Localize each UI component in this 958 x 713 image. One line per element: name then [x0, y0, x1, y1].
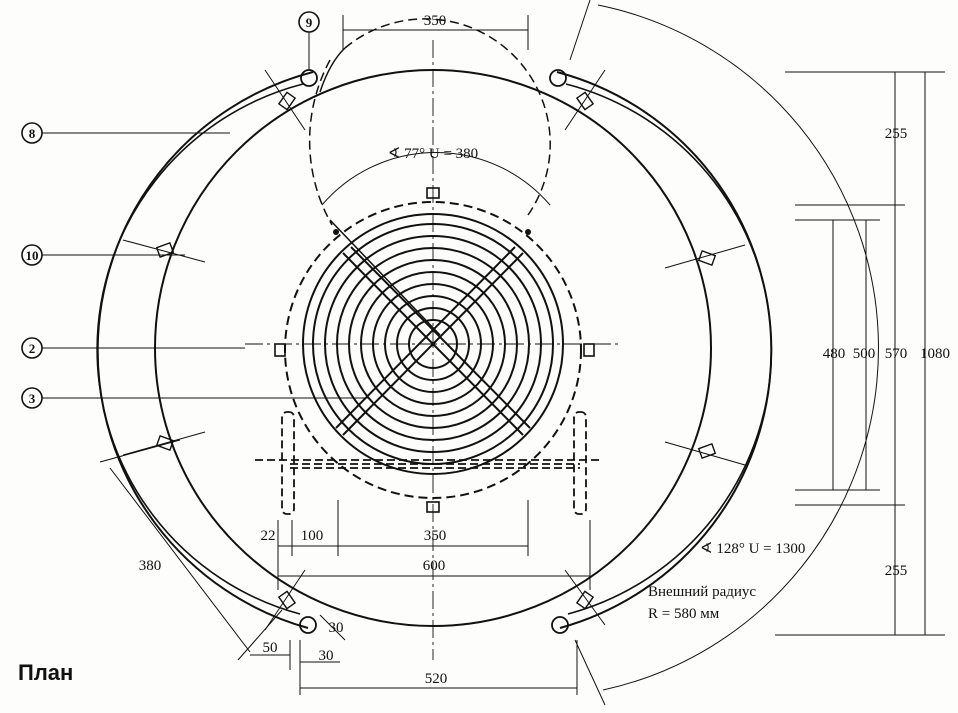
plan-title: План [18, 660, 73, 685]
dim-480-label: 480 [823, 346, 846, 362]
dim-1080-label: 1080 [920, 346, 950, 362]
angle-77-arc [321, 151, 551, 206]
pivot-point [525, 229, 531, 235]
callout-3: 3 [21, 387, 368, 409]
note-line-1: Внешний радиус [648, 584, 756, 600]
dim-22-label: 22 [261, 528, 276, 544]
dim-bottom-group [277, 500, 591, 695]
dim-100-label: 100 [301, 528, 324, 544]
dim-350-low-label: 350 [424, 528, 447, 544]
angle-128-arc [597, 4, 879, 691]
angle-128-label: ∢ 128° U = 1300 [700, 541, 805, 557]
center-lines [245, 40, 620, 660]
dim-right-group [775, 71, 945, 636]
left-rail-outer [96, 71, 314, 629]
arm-hook [319, 47, 346, 93]
dim-30a-label: 30 [329, 620, 344, 636]
lower-frame [255, 411, 600, 515]
dim-255-top-label: 255 [885, 126, 908, 142]
rail-end-cap [551, 616, 569, 634]
dim-255-bot-label: 255 [885, 563, 908, 579]
swing-arc-right [344, 18, 551, 216]
dim-30b-label: 30 [319, 648, 334, 664]
right-rail-inner [565, 83, 773, 615]
dim-520-label: 520 [425, 671, 448, 687]
note-line-2: R = 580 мм [648, 606, 720, 622]
rail-support-ticks [122, 69, 746, 631]
angle-128-extension [574, 639, 606, 706]
angle-77-label: ∢ 77° U = 380 [388, 146, 478, 162]
callout-9: 9 [298, 11, 320, 70]
dim-380-diagonal [99, 439, 283, 661]
pivot-point [333, 229, 339, 235]
callout-2: 2 [21, 337, 245, 359]
callout-8: 8 [21, 122, 230, 144]
dim-top-350 [342, 15, 529, 50]
dim-small-bottom [250, 614, 346, 670]
dim-570-label: 570 [885, 346, 908, 362]
dim-500-label: 500 [853, 346, 876, 362]
rail-end-cap [549, 69, 567, 87]
rail-end-cap [299, 616, 317, 634]
callout-10: 10 [21, 244, 185, 266]
dim-top-350-label: 350 [424, 13, 447, 29]
angle-128-extension [569, 0, 591, 61]
svg-text:9: 9 [306, 15, 313, 30]
svg-text:3: 3 [29, 391, 36, 406]
svg-text:10: 10 [26, 248, 39, 263]
dim-50-label: 50 [263, 640, 278, 656]
swing-arc-left [308, 59, 333, 226]
dim-600-label: 600 [423, 558, 446, 574]
dim-380-label: 380 [139, 558, 162, 574]
pivot-arm [329, 219, 441, 336]
svg-text:8: 8 [29, 126, 36, 141]
svg-text:2: 2 [29, 341, 36, 356]
